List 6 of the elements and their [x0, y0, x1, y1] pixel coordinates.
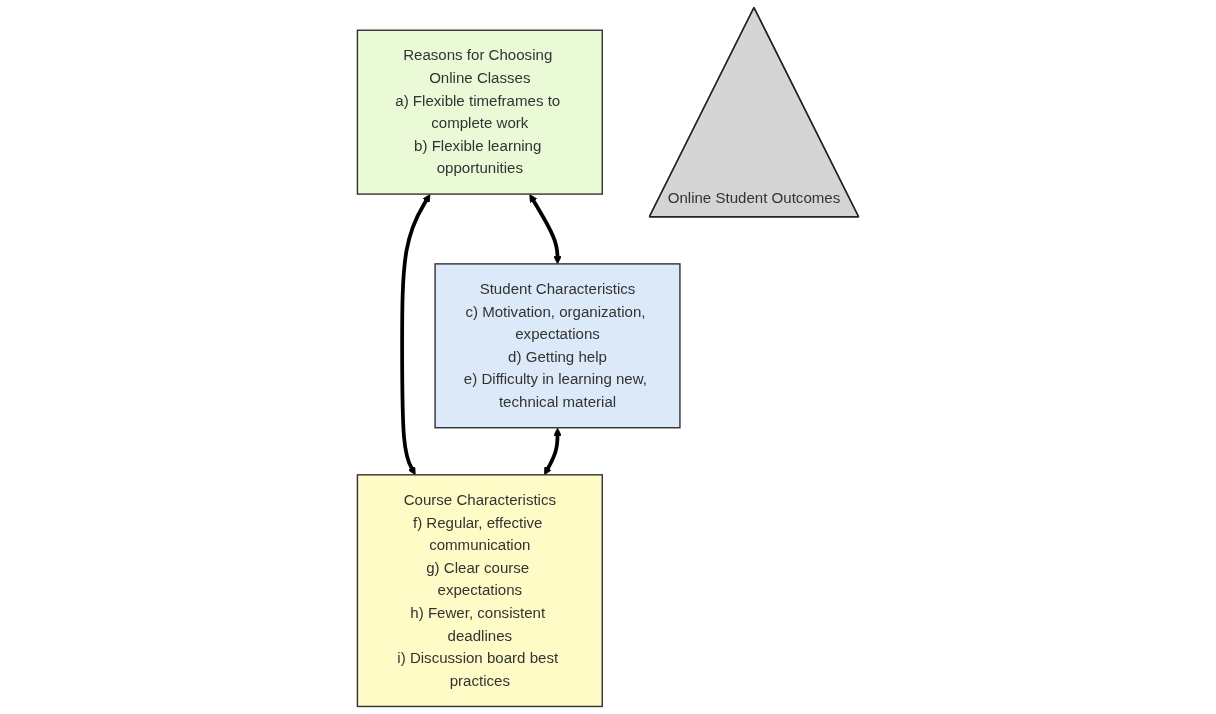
arrow	[544, 427, 562, 476]
arrow	[400, 194, 431, 476]
node-box: Student Characteristics c) Motivation, organization, expectations d) Getting help e) Difficulty in learning new, technical material	[434, 263, 681, 429]
node-box: Course Characteristics f) Regular, effective communication g) Clear course expectations h) Fewer, consistent deadlines i) Discussion board best practices	[356, 474, 603, 708]
arrow	[529, 194, 562, 265]
node-box: Reasons for Choosing Online Classes a) Flexible timeframes to complete work b) Flexible learning opportunities	[356, 29, 603, 195]
